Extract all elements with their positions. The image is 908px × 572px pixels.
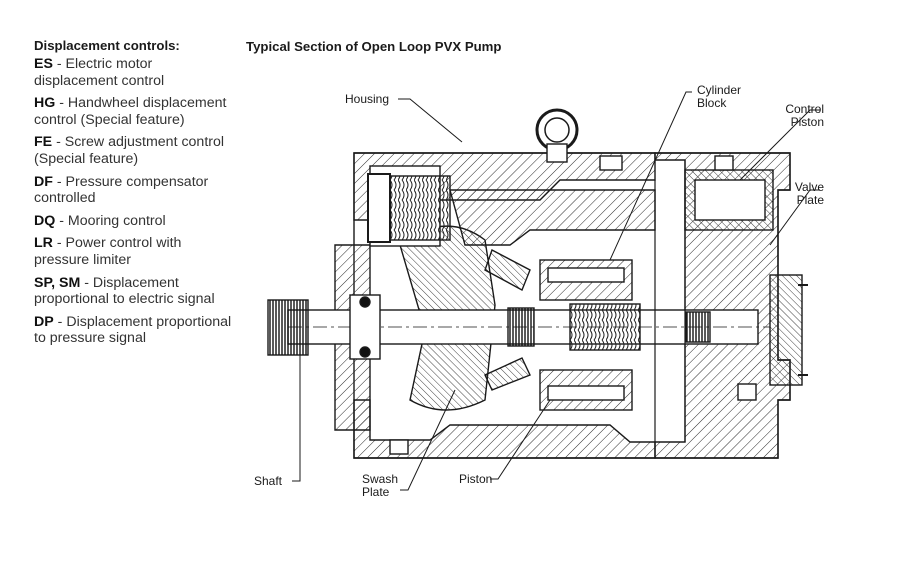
control-code: SP, SM: [34, 274, 81, 291]
control-code: DF: [34, 173, 53, 190]
pump-body: [267, 108, 808, 459]
control-code: ES: [34, 56, 53, 72]
label-cylinder-block-2: Block: [697, 96, 727, 110]
control-code: FE: [34, 134, 53, 151]
mid-spline: [507, 307, 535, 347]
control-desc: - Mooring control: [55, 212, 166, 229]
controls-heading: Displacement controls:: [34, 38, 180, 53]
label-piston: Piston: [459, 472, 492, 486]
leader-lines: [292, 91, 820, 491]
label-valve-plate: Valve: [795, 180, 824, 194]
label-control-piston-2: Piston: [791, 115, 824, 129]
control-item-df: DF - Pressure compensator controlled: [34, 174, 234, 207]
label-housing: Housing: [345, 92, 389, 106]
piston-bore-lower: [547, 385, 625, 401]
control-item-dp: DP - Displacement proportional to pressu…: [34, 314, 234, 347]
displacement-controls: Displacement controls: ES - Electric mot…: [34, 38, 234, 353]
control-coil: [389, 175, 451, 241]
piston-shoe-lower: [484, 357, 531, 391]
label-cylinder-block: Cylinder: [697, 83, 741, 97]
piston-shoe-upper: [484, 249, 531, 291]
control-item-es: ES - Electric motor displacement control: [34, 56, 234, 89]
label-swash-plate: Swash: [362, 472, 398, 486]
label-control-piston: Control: [785, 102, 824, 116]
diagram-title: Typical Section of Open Loop PVX Pump: [246, 39, 502, 54]
control-desc: - Handwheel displacement control (Specia…: [34, 95, 227, 128]
control-desc: - Displacement proportional to electric …: [34, 274, 215, 308]
control-code: HG: [34, 95, 56, 112]
control-item-dq: DQ - Mooring control: [34, 213, 234, 230]
shaft-spline: [267, 299, 309, 356]
control-code: DQ: [34, 212, 56, 229]
control-desc: - Electric motor displacement control: [34, 56, 165, 89]
control-item-fe: FE - Screw adjustment control (Special f…: [34, 134, 234, 167]
control-item-lr: LR - Power control with pressure limiter: [34, 235, 234, 268]
control-item-hg: HG - Handwheel displacement control (Spe…: [34, 95, 234, 128]
control-code: LR: [34, 235, 53, 252]
label-swash-plate-2: Plate: [362, 485, 390, 499]
control-code: DP: [34, 313, 54, 330]
control-item-sp-sm: SP, SM - Displacement proportional to el…: [34, 275, 234, 308]
pump-section-diagram: Housing Cylinder Block Control Piston Va…: [254, 83, 825, 499]
rear-spline: [685, 311, 711, 343]
piston-bore-upper: [547, 267, 625, 283]
control-desc: - Displacement proportional to pressure …: [34, 313, 232, 347]
end-cap: [769, 274, 803, 386]
control-desc: - Screw adjustment control (Special feat…: [34, 134, 225, 167]
label-valve-plate-2: Plate: [797, 193, 825, 207]
control-desc: - Pressure compensator controlled: [34, 173, 209, 207]
shaft-spring: [569, 303, 641, 351]
label-shaft: Shaft: [254, 474, 283, 488]
control-desc: - Power control with pressure limiter: [34, 235, 182, 268]
